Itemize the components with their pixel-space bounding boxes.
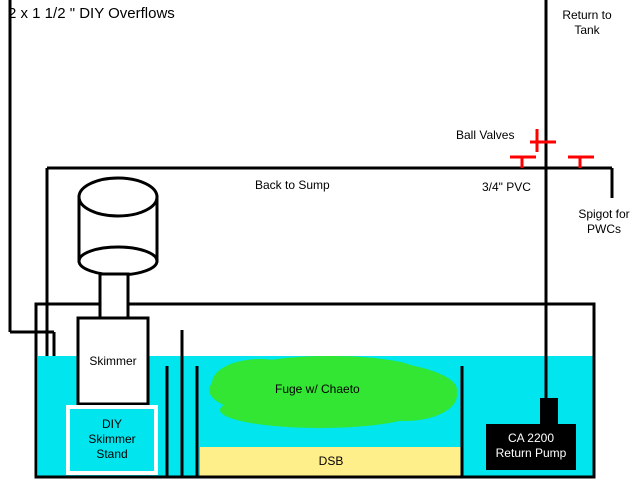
return-to-tank-line-1: Return to <box>562 8 612 22</box>
skimmer-cup-icon <box>77 176 159 320</box>
pump-line-1: CA 2200 <box>507 431 555 445</box>
spigot-line-2: PWCs <box>587 222 621 236</box>
overflows-label: 2 x 1 1/2 " DIY Overflows <box>8 5 175 22</box>
back-to-sump-label: Back to Sump <box>255 178 330 192</box>
skimmer-stand <box>66 405 158 475</box>
spigot-line-1: Spigot for <box>578 207 630 221</box>
pvc-label: 3/4" PVC <box>482 180 531 194</box>
skimmer-label: Skimmer <box>89 354 137 368</box>
baffles <box>165 330 464 476</box>
stand-line-3: Stand <box>96 447 128 461</box>
chaeto-icon <box>209 356 457 428</box>
skimmer-stand-label: DIY Skimmer Stand <box>68 417 156 462</box>
stand-line-1: DIY <box>101 417 122 431</box>
return-pump-label: CA 2200 Return Pump <box>486 431 576 461</box>
dsb-label: DSB <box>318 454 344 468</box>
skimmer-body <box>76 316 150 406</box>
stand-line-2: Skimmer <box>88 432 136 446</box>
return-to-tank-line-2: Tank <box>574 23 600 37</box>
ball-valves-label: Ball Valves <box>456 128 515 142</box>
return-to-tank-label: Return to Tank <box>556 8 618 38</box>
pump-line-2: Return Pump <box>495 446 567 460</box>
fuge-label: Fuge w/ Chaeto <box>275 382 360 396</box>
overflow-pipe <box>8 0 614 356</box>
spigot-label: Spigot for PWCs <box>570 207 638 237</box>
sump-tank <box>34 302 596 479</box>
return-pump-icon <box>486 398 576 470</box>
deep-sand-bed <box>200 447 462 476</box>
ball-valve-icon <box>510 129 594 168</box>
